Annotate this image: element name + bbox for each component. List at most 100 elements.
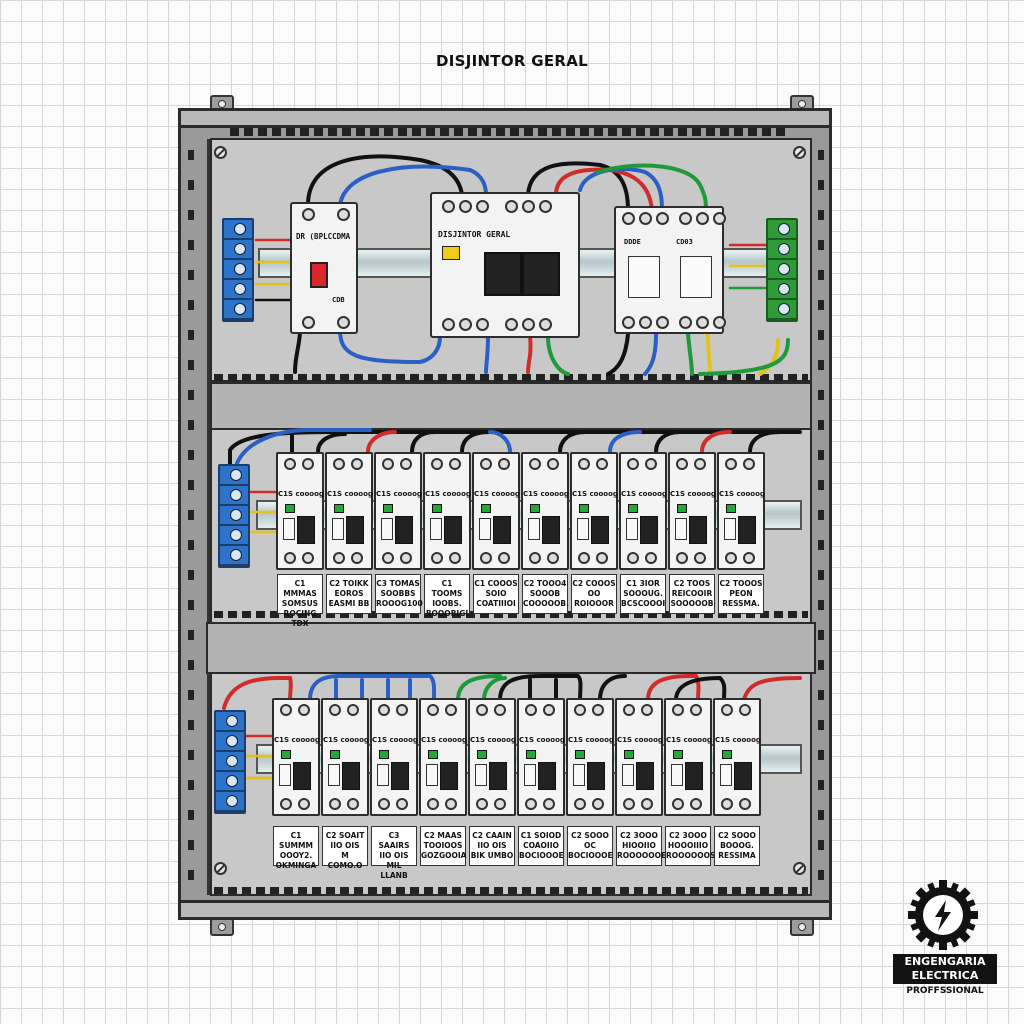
- breaker-label: C1S coooog: [572, 490, 618, 498]
- circuit-breaker[interactable]: C1S coooog: [374, 452, 422, 570]
- breaker-window: [573, 764, 585, 786]
- screw-icon: [793, 146, 806, 159]
- circuit-breaker[interactable]: C1S coooog: [276, 452, 324, 570]
- rcd-test-indicator: [310, 262, 328, 288]
- circuit-breaker[interactable]: C1S coooog: [419, 698, 467, 816]
- breaker-label: C1S coooog: [670, 490, 716, 498]
- breaker-lever[interactable]: [342, 762, 360, 790]
- main-breaker-flag: [442, 246, 460, 260]
- breaker-window: [626, 518, 638, 540]
- breaker-status-indicator: [677, 504, 687, 513]
- circuit-breaker[interactable]: C1S coooog: [321, 698, 369, 816]
- screw-icon: [214, 146, 227, 159]
- breaker-lever[interactable]: [640, 516, 658, 544]
- breaker-label: C1S coooog: [666, 736, 712, 744]
- breaker-window: [622, 764, 634, 786]
- circuit-breaker[interactable]: C1S coooog: [668, 452, 716, 570]
- breaker-lever[interactable]: [738, 516, 756, 544]
- breaker-lever[interactable]: [489, 762, 507, 790]
- circuit-breaker[interactable]: C1S coooog: [370, 698, 418, 816]
- breaker-window: [720, 764, 732, 786]
- breaker-label: C1S coooog: [278, 490, 324, 498]
- circuit-breaker[interactable]: C1S coooog: [423, 452, 471, 570]
- breaker-lever[interactable]: [689, 516, 707, 544]
- circuit-breaker[interactable]: C1S coooog: [521, 452, 569, 570]
- breaker-window: [675, 518, 687, 540]
- circuit-breaker[interactable]: C1S coooog: [570, 452, 618, 570]
- breaker-window: [475, 764, 487, 786]
- rcd-label: DR (BPLCCDMA: [296, 232, 351, 241]
- circuit-breaker[interactable]: C1S coooog: [619, 452, 667, 570]
- terminal-block-bottom-left: [214, 710, 246, 814]
- breaker-lever[interactable]: [587, 762, 605, 790]
- cabinet-bottom-lip: [178, 900, 832, 920]
- surge-protection-device[interactable]: DDDE CD03: [614, 206, 726, 334]
- breaker-label: C1S coooog: [617, 736, 663, 744]
- breaker-lever[interactable]: [293, 762, 311, 790]
- circuit-breaker[interactable]: C1S coooog: [615, 698, 663, 816]
- breaker-window: [279, 764, 291, 786]
- circuit-label-card: C2 SOOO OC BOCIOOOE: [567, 826, 613, 866]
- main-breaker[interactable]: DISJINTOR GERAL: [430, 192, 580, 338]
- breaker-status-indicator: [281, 750, 291, 759]
- breaker-status-indicator: [624, 750, 634, 759]
- main-breaker-lever-right[interactable]: [522, 252, 560, 296]
- breaker-window: [332, 518, 344, 540]
- logo-subtitle: PROFFSSIONAL: [906, 986, 984, 996]
- circuit-breaker[interactable]: C1S coooog: [325, 452, 373, 570]
- breaker-window: [328, 764, 340, 786]
- breaker-lever[interactable]: [346, 516, 364, 544]
- circuit-breaker[interactable]: C1S coooog: [472, 452, 520, 570]
- breaker-window: [528, 518, 540, 540]
- residual-current-device[interactable]: DR (BPLCCDMA CDB: [290, 202, 358, 334]
- circuit-label-card: C1 SUMMM OOOY2. OKMINGA: [273, 826, 319, 870]
- breaker-lever[interactable]: [440, 762, 458, 790]
- breaker-lever[interactable]: [444, 516, 462, 544]
- breaker-status-indicator: [330, 750, 340, 759]
- breaker-lever[interactable]: [636, 762, 654, 790]
- circuit-breaker[interactable]: C1S coooog: [272, 698, 320, 816]
- breaker-label: C1S coooog: [376, 490, 422, 498]
- breaker-lever[interactable]: [297, 516, 315, 544]
- circuit-breaker[interactable]: C1S coooog: [717, 452, 765, 570]
- breaker-lever[interactable]: [395, 516, 413, 544]
- breaker-lever[interactable]: [493, 516, 511, 544]
- breaker-lever[interactable]: [591, 516, 609, 544]
- breaker-lever[interactable]: [542, 516, 560, 544]
- circuit-breaker[interactable]: C1S coooog: [517, 698, 565, 816]
- spd-label-left: DDDE: [624, 238, 641, 246]
- circuit-label-card: C2 TOIKK EOROS EASMI BB: [326, 574, 372, 614]
- circuit-breaker[interactable]: C1S coooog: [468, 698, 516, 816]
- breaker-lever[interactable]: [538, 762, 556, 790]
- breaker-window: [283, 518, 295, 540]
- rcd-bottom-label: CDB: [332, 296, 345, 304]
- breaker-status-indicator: [428, 750, 438, 759]
- main-breaker-lever-left[interactable]: [484, 252, 522, 296]
- mounting-ear-bottom-right: [790, 918, 814, 936]
- breaker-lever[interactable]: [685, 762, 703, 790]
- circuit-breaker[interactable]: C1S coooog: [664, 698, 712, 816]
- breaker-status-indicator: [334, 504, 344, 513]
- breaker-status-indicator: [285, 504, 295, 513]
- circuit-breaker[interactable]: C1S coooog: [566, 698, 614, 816]
- breaker-label: C1S coooog: [715, 736, 761, 744]
- spd-label-right: CD03: [676, 238, 693, 246]
- mounting-ear-bottom-left: [210, 918, 234, 936]
- breaker-window: [377, 764, 389, 786]
- circuit-label-card: C3 SAAIRS IIO OIS MIL LLANB: [371, 826, 417, 880]
- breaker-window: [430, 518, 442, 540]
- breaker-lever[interactable]: [391, 762, 409, 790]
- circuit-breaker[interactable]: C1S coooog: [713, 698, 761, 816]
- breaker-window: [426, 764, 438, 786]
- circuit-label-card: C1 SOIOD COAOIIO BOCIOOOE: [518, 826, 564, 866]
- circuit-label-card: C2 CAAIN IIO OIS BIK UMBO: [469, 826, 515, 866]
- breaker-label: C1S coooog: [621, 490, 667, 498]
- breaker-lever[interactable]: [734, 762, 752, 790]
- panel-divider: [206, 622, 816, 674]
- panel-bottom-vent: [214, 887, 808, 894]
- breaker-window: [381, 518, 393, 540]
- page-title: DISJINTOR GERAL: [435, 52, 589, 70]
- cabinet-side-slots-right: [818, 150, 824, 890]
- circuit-label-card: C1 TOOMS IOOBS. BOOOBIGI: [424, 574, 470, 618]
- breaker-label: C1S coooog: [568, 736, 614, 744]
